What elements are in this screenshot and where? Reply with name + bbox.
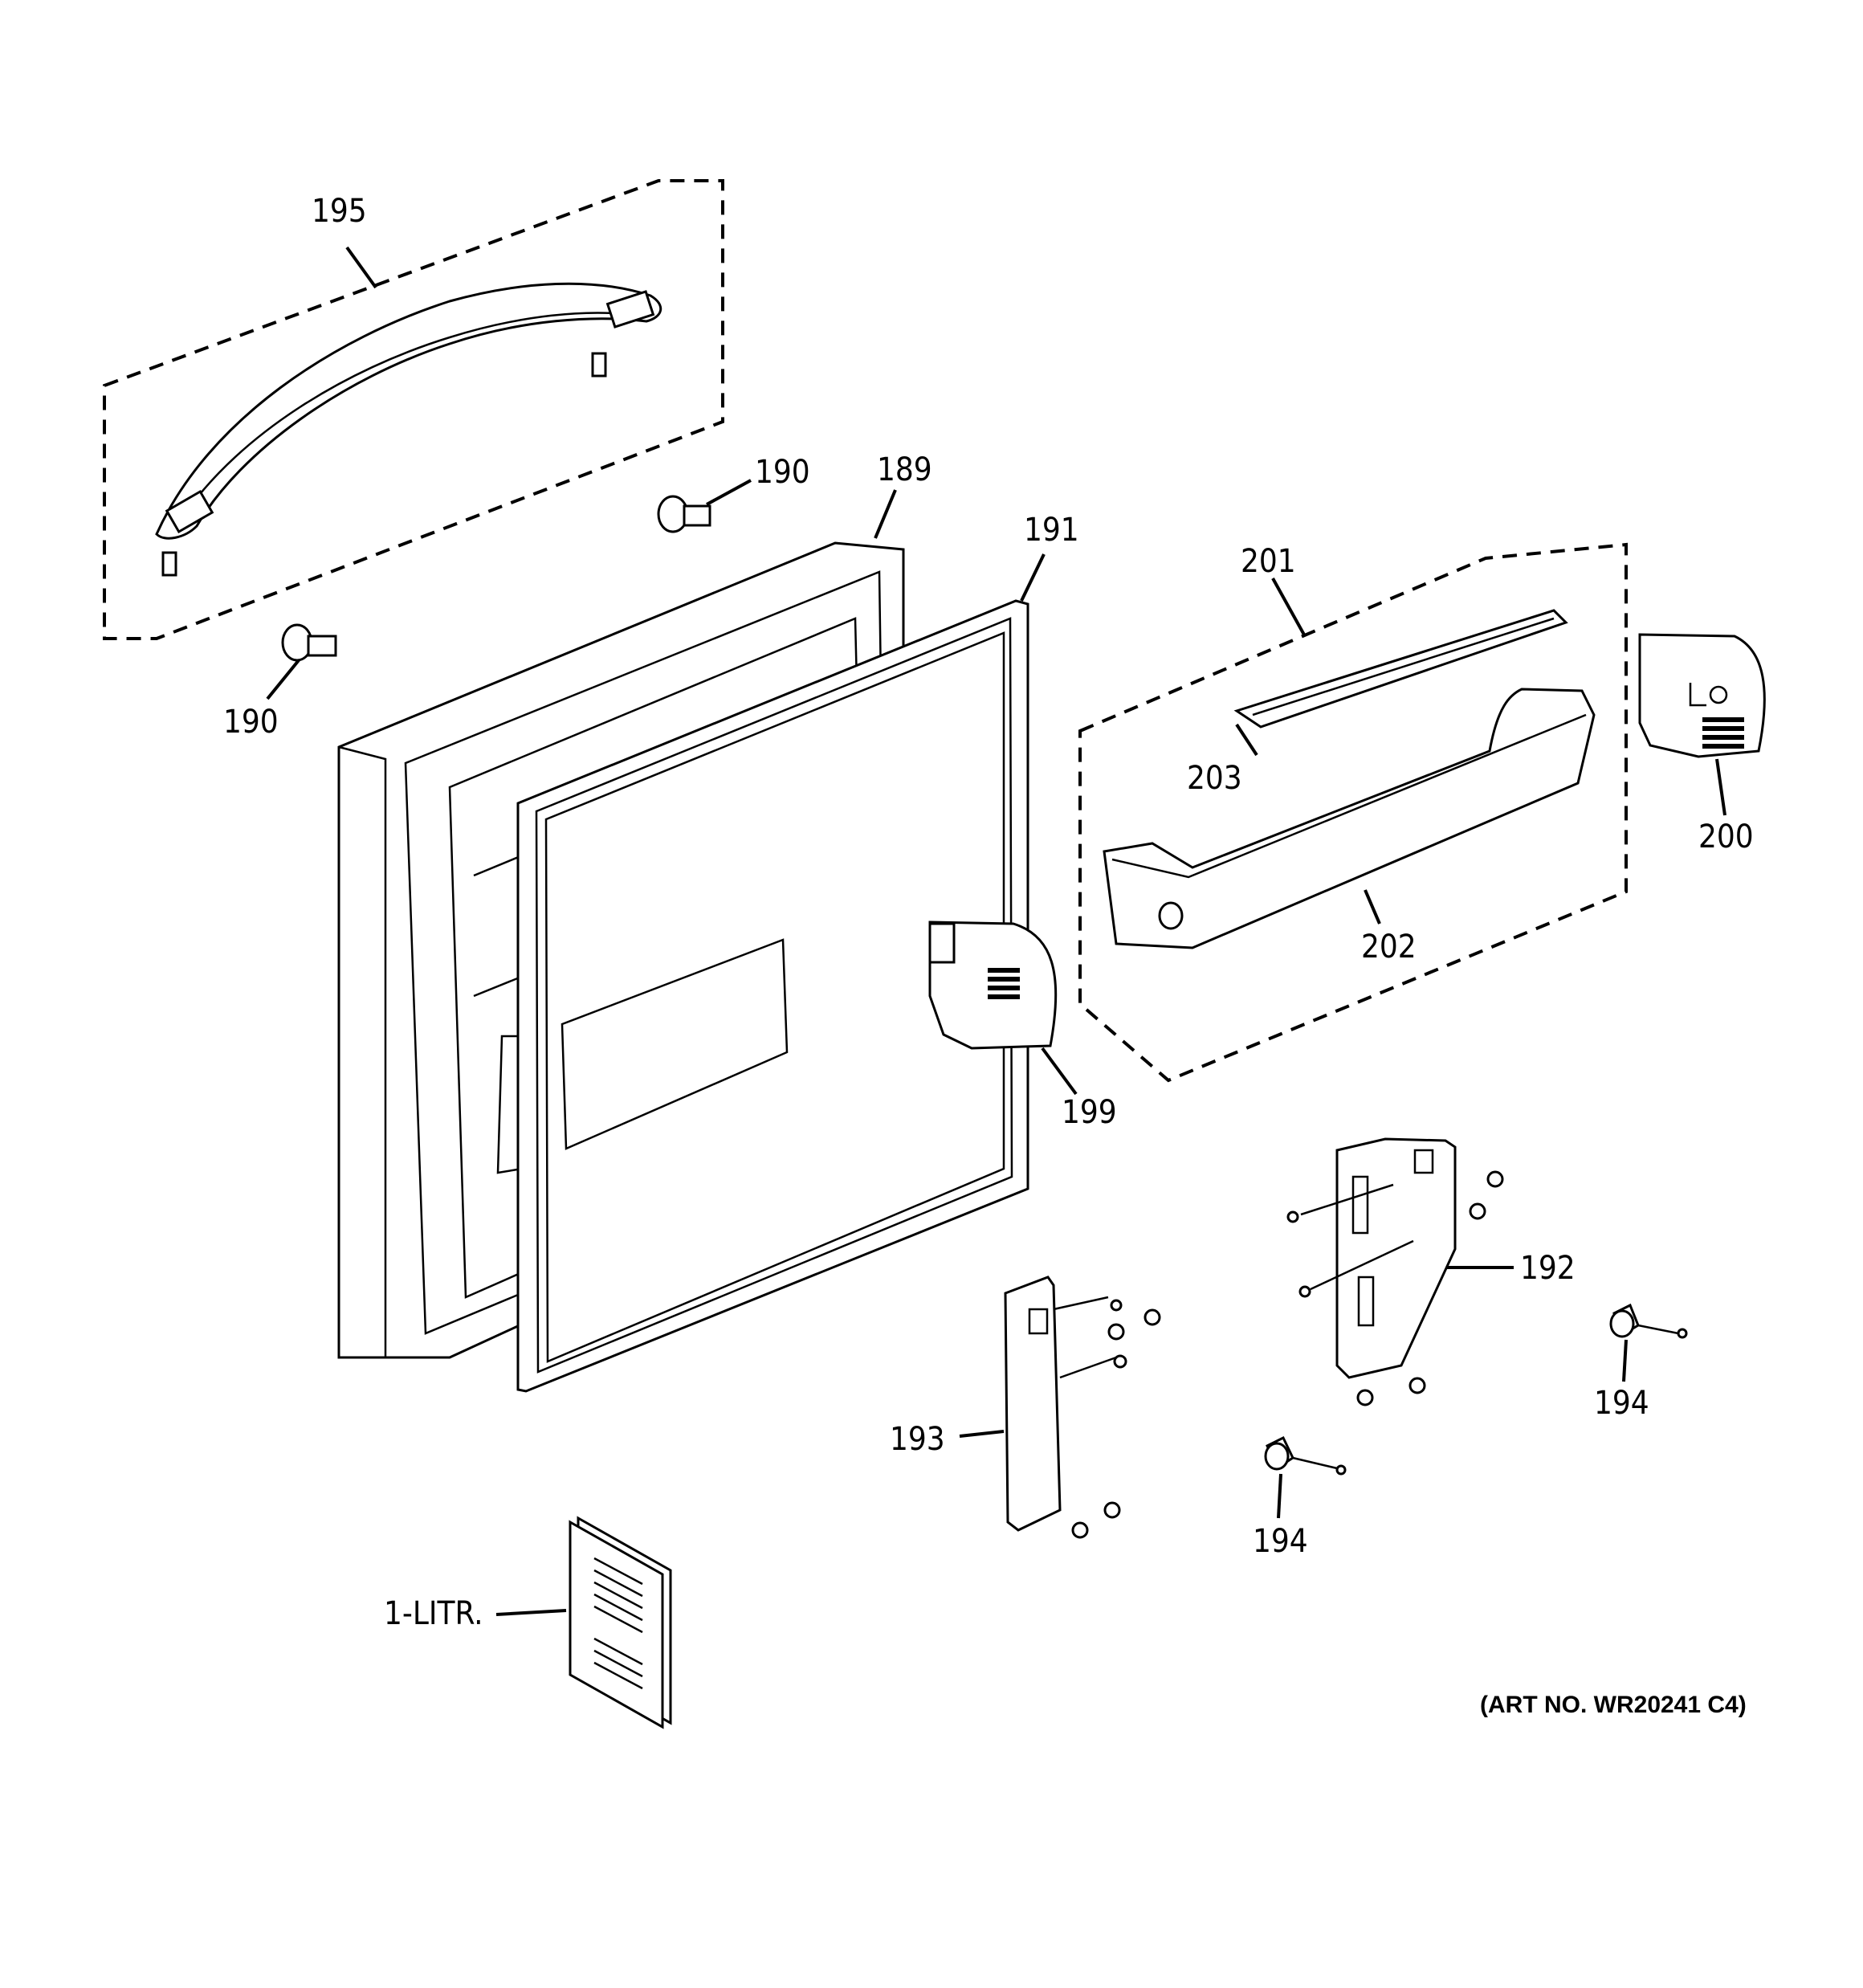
bracket-193-plate bbox=[1004, 1276, 1062, 1532]
label-1-litr: 1-LITR. bbox=[384, 1595, 483, 1632]
gasket-outer bbox=[516, 599, 1029, 1393]
bracket-192-plate bbox=[1335, 1137, 1457, 1379]
bin-trim-203 bbox=[1233, 609, 1568, 729]
leader-202 bbox=[1364, 889, 1381, 925]
handle-stud-upper: 190 bbox=[657, 454, 810, 533]
label-190-lower: 190 bbox=[223, 704, 279, 741]
label-195: 195 bbox=[312, 193, 367, 230]
leader-195 bbox=[345, 246, 377, 289]
end-cap-right-vents bbox=[1702, 717, 1744, 749]
bin-end-cap-right: 200 bbox=[1638, 633, 1766, 855]
gasket-interior-window bbox=[561, 938, 789, 1150]
end-cap-left-clip bbox=[928, 922, 956, 964]
label-194-left: 194 bbox=[1253, 1523, 1308, 1560]
label-193: 193 bbox=[890, 1421, 945, 1458]
door-gasket: 191 bbox=[516, 512, 1079, 1393]
booklet-text-lines bbox=[593, 1557, 643, 1690]
end-cap-left-vents bbox=[988, 968, 1020, 999]
label-190-upper: 190 bbox=[755, 454, 810, 491]
door-front-edge bbox=[338, 745, 387, 1357]
door-stop-left: 194 bbox=[1253, 1435, 1347, 1560]
handle-stud-lower: 190 bbox=[223, 623, 337, 741]
bin-trim-detail bbox=[1252, 617, 1555, 716]
end-cap-right-body bbox=[1638, 633, 1766, 758]
leader-189 bbox=[874, 489, 897, 539]
bracket-192-screws bbox=[1286, 1170, 1504, 1406]
leader-193 bbox=[959, 1430, 1005, 1438]
label-191: 191 bbox=[1024, 512, 1079, 549]
literature-booklet: 1-LITR. bbox=[384, 1516, 672, 1729]
hinge-bracket-192: 192 bbox=[1286, 1137, 1576, 1406]
gasket-inner-2 bbox=[544, 631, 1005, 1363]
door-top-edge bbox=[338, 541, 836, 749]
end-cap-left-body bbox=[928, 921, 1058, 1050]
end-cap-right-logo bbox=[1689, 683, 1706, 707]
handle-mount-left bbox=[165, 489, 214, 534]
bracket-193-tab bbox=[1028, 1308, 1049, 1335]
booklet-front bbox=[569, 1520, 664, 1729]
handle-mount-right bbox=[605, 290, 655, 329]
bracket-192-slot-2 bbox=[1357, 1276, 1375, 1327]
setscrew-left bbox=[161, 551, 177, 577]
label-203: 203 bbox=[1187, 760, 1242, 797]
end-cap-right-logo-ring bbox=[1709, 685, 1728, 704]
label-200: 200 bbox=[1698, 818, 1754, 855]
handle-assembly-group: 195 bbox=[103, 179, 724, 640]
bracket-192-tab bbox=[1413, 1149, 1434, 1174]
door-stop-right: 194 bbox=[1594, 1303, 1688, 1422]
label-192: 192 bbox=[1520, 1250, 1576, 1287]
art-number: (ART NO. WR20241 C4) bbox=[1480, 1692, 1747, 1718]
label-189: 189 bbox=[877, 451, 932, 488]
door-bin-rim bbox=[1111, 713, 1587, 879]
leader-194-right bbox=[1622, 1339, 1628, 1382]
gasket-inner bbox=[535, 617, 1013, 1374]
leader-1-litr bbox=[495, 1609, 567, 1616]
bin-end-cap-left: 199 bbox=[928, 921, 1117, 1131]
leader-203 bbox=[1235, 723, 1258, 757]
leader-201 bbox=[1271, 578, 1307, 637]
handle-highlight bbox=[183, 312, 635, 515]
bracket-192-slot-1 bbox=[1351, 1175, 1369, 1235]
setscrew-right bbox=[591, 352, 607, 378]
bin-kit-outline bbox=[1078, 542, 1628, 1083]
bracket-193-screws bbox=[1053, 1296, 1161, 1539]
leader-199 bbox=[1041, 1047, 1078, 1096]
label-201: 201 bbox=[1241, 543, 1296, 580]
door-bin-peg bbox=[1158, 901, 1184, 930]
leader-190-lower bbox=[266, 659, 300, 700]
leader-200 bbox=[1715, 758, 1726, 816]
leader-194-left bbox=[1277, 1473, 1282, 1519]
leader-191 bbox=[1020, 553, 1046, 602]
door-bin-assembly-group: 201 203 202 bbox=[1078, 542, 1628, 1083]
leader-190-upper bbox=[706, 479, 752, 506]
label-199: 199 bbox=[1062, 1094, 1117, 1131]
label-202: 202 bbox=[1361, 929, 1417, 965]
handle-kit-outline bbox=[103, 179, 724, 640]
label-194-right: 194 bbox=[1594, 1385, 1649, 1422]
door-bin-202 bbox=[1103, 688, 1596, 949]
hinge-bracket-193: 193 bbox=[890, 1276, 1161, 1539]
door-handle bbox=[155, 282, 662, 540]
